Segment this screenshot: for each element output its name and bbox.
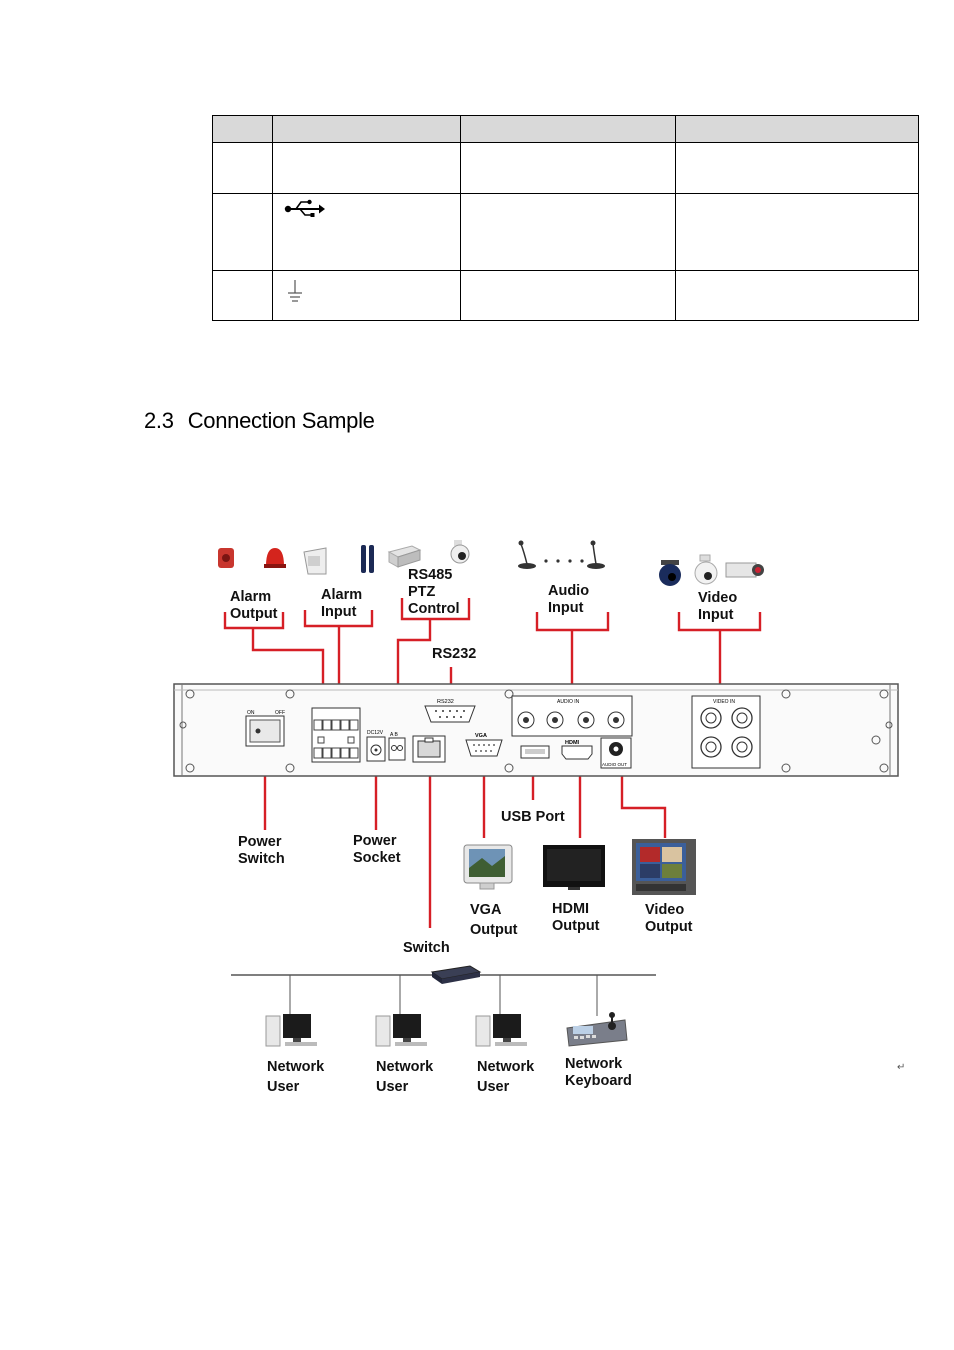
alarm-input-label: Alarm Input — [321, 587, 363, 620]
alarm-output-label: Alarm Output — [230, 589, 278, 622]
video-input-label: Video Input — [698, 590, 738, 623]
panel-rs232-label: RS232 — [437, 699, 454, 705]
table-cell — [675, 270, 919, 321]
pir-sensor-icon — [303, 547, 327, 575]
network-keyboard-icon — [566, 1012, 628, 1047]
network-user-pc-icon — [475, 1014, 527, 1047]
ptz-camera-icon — [450, 540, 470, 564]
rs485-ptz-label: RS485 PTZ Control — [408, 567, 460, 617]
table-cell — [272, 193, 461, 271]
hdmi-tv-icon — [543, 845, 605, 890]
vga-output-label: VGA Output — [470, 902, 518, 938]
network-user-label: Network User — [376, 1059, 434, 1095]
table-cell — [272, 270, 461, 321]
table-row — [212, 270, 919, 321]
usb-icon — [284, 199, 325, 217]
table-cell — [675, 142, 919, 194]
dvr-rear-panel: ON OFF DC12V A B RS23 — [173, 683, 899, 777]
panel-off-label: OFF — [275, 710, 285, 716]
ellipsis-dots — [544, 559, 584, 563]
table-header-cell — [675, 115, 919, 143]
crt-monitor-icon — [632, 839, 696, 895]
alarm-siren-icon — [218, 548, 234, 568]
panel-audio-in-label: AUDIO IN — [557, 699, 580, 705]
switch-label: Switch — [403, 940, 450, 956]
power-switch-label: Power Switch — [238, 834, 285, 867]
microphone-icon — [518, 540, 536, 569]
table-cell — [460, 270, 676, 321]
table-header-cell — [212, 115, 273, 143]
table-cell — [460, 193, 676, 271]
panel-hdmi-label: HDMI — [565, 740, 580, 746]
ground-icon — [288, 280, 302, 302]
table-row — [212, 193, 919, 271]
network-switch-icon — [430, 965, 482, 984]
vga-monitor-icon — [463, 844, 513, 890]
hdmi-output-label: HDMI Output — [552, 901, 600, 934]
network-user-pc-icon — [375, 1014, 427, 1047]
power-socket-label: Power Socket — [353, 833, 401, 866]
speed-dome-icon — [694, 554, 718, 585]
panel-on-label: ON — [247, 710, 255, 716]
ptz-decoder-icon — [387, 545, 422, 568]
table-header-cell — [460, 115, 676, 143]
panel-dc12v-label: DC12V — [367, 730, 384, 736]
panel-audio-out-label: AUDIO OUT — [602, 762, 627, 767]
network-user-label: Network User — [267, 1059, 325, 1095]
network-user-pc-icon — [265, 1014, 317, 1047]
door-contact-icon — [361, 545, 374, 573]
table-cell — [272, 142, 461, 194]
alarm-strobe-icon — [264, 548, 286, 568]
dome-camera-icon — [659, 560, 681, 586]
panel-ab-label: A B — [390, 732, 398, 738]
section-number: 2.3 — [144, 408, 174, 433]
paragraph-mark-icon: ↵ — [897, 1062, 906, 1073]
panel-video-in-label: VIDEO IN — [713, 699, 735, 705]
rs232-label: RS232 — [432, 646, 477, 662]
network-user-label: Network User — [477, 1059, 535, 1095]
panel-vga-label: VGA — [475, 733, 487, 739]
port-table — [212, 115, 919, 321]
video-output-label: Video Output — [645, 902, 693, 935]
usb-port-label: USB Port — [501, 809, 565, 825]
section-title: Connection Sample — [187, 408, 375, 433]
audio-input-label: Audio Input — [548, 583, 590, 616]
network-keyboard-label: Network Keyboard — [565, 1056, 632, 1089]
box-camera-icon — [725, 562, 764, 578]
table-cell — [212, 270, 273, 321]
microphone-icon — [587, 540, 605, 569]
section-heading: 2.3 Connection Sample — [144, 408, 375, 434]
